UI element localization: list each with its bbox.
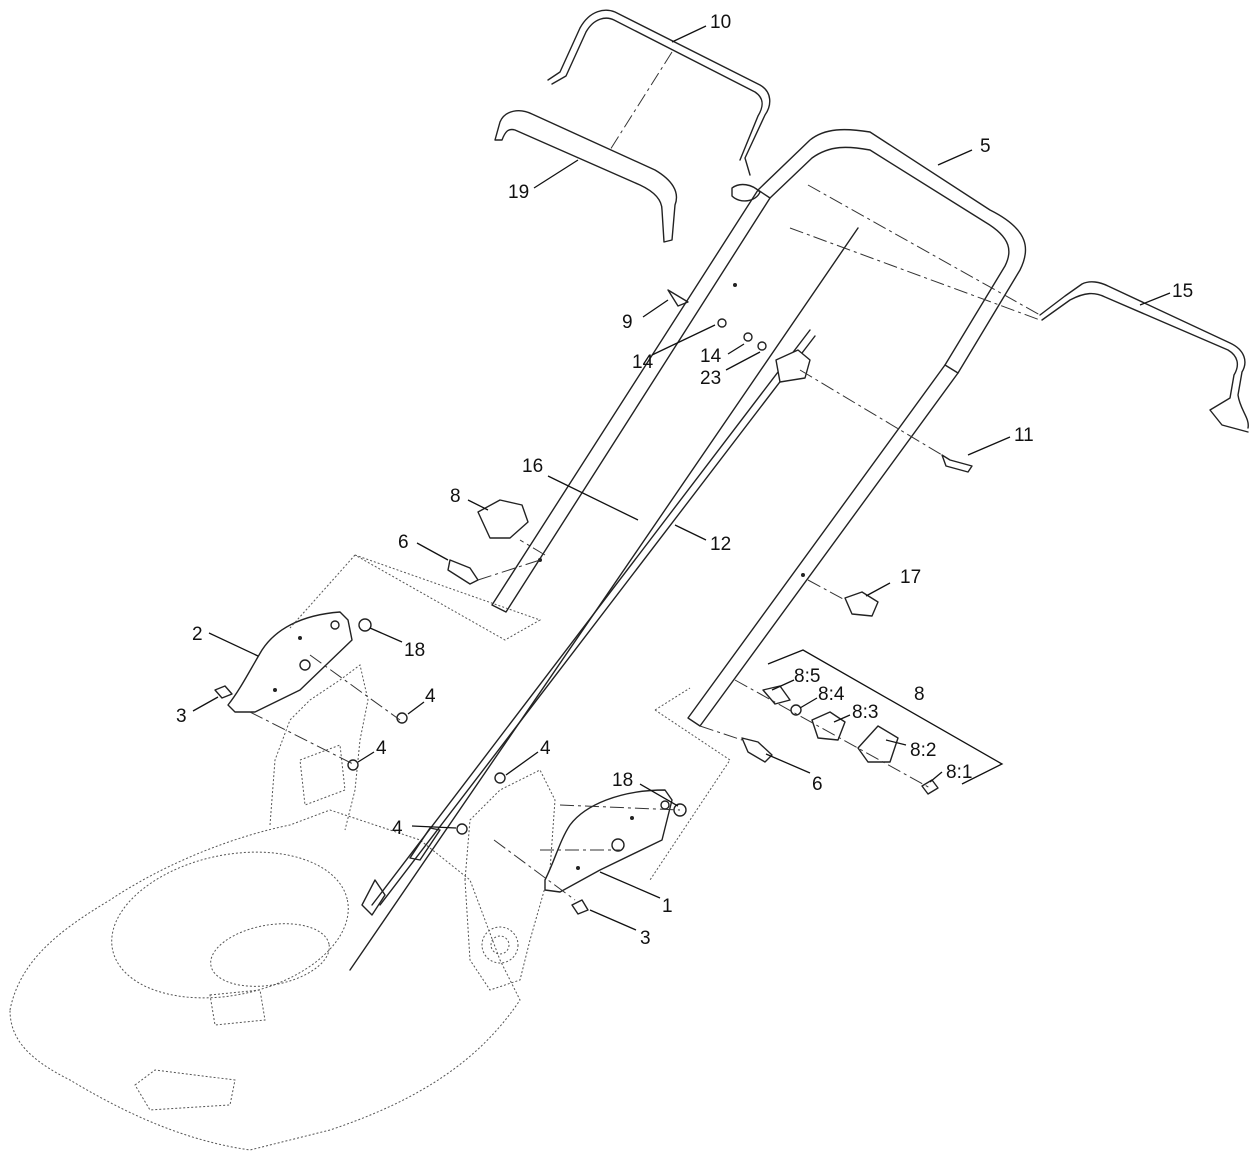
callout-14a: 14 (632, 352, 654, 373)
left-pivot-bracket (227, 611, 353, 713)
callout-1: 1 (662, 896, 673, 917)
callout-6-upper: 6 (398, 532, 409, 553)
callout-23: 23 (700, 368, 721, 389)
callout-6-lower: 6 (812, 774, 823, 795)
callout-8-upper: 8 (450, 486, 461, 507)
callout-4c: 4 (540, 738, 551, 759)
callout-8-3: 8:3 (852, 702, 878, 723)
callout-17: 17 (900, 567, 921, 588)
cable-guide-23 (775, 349, 811, 383)
upper-handle (757, 128, 1027, 374)
part-8-2 (857, 725, 899, 763)
callout-8-4: 8:4 (818, 684, 845, 705)
bolt-3a (214, 685, 233, 699)
clip-17 (844, 591, 879, 617)
hardware-items (214, 289, 973, 915)
callout-4a: 4 (425, 686, 436, 707)
callout-4b: 4 (376, 738, 387, 759)
callout-12: 12 (710, 534, 731, 555)
callout-15: 15 (1172, 281, 1193, 302)
part-8-3 (811, 711, 846, 741)
callout-8-lower: 8 (914, 684, 925, 705)
phantom-lines (249, 51, 1041, 901)
traction-bail (1039, 281, 1249, 433)
callout-9: 9 (622, 312, 633, 333)
callout-19: 19 (508, 182, 529, 203)
right-pivot-bracket (544, 789, 673, 893)
bail-bar-grip (494, 110, 678, 243)
callout-18-left: 18 (404, 640, 425, 661)
part-8-1 (921, 779, 939, 795)
mower-deck-ghost (9, 664, 556, 1151)
control-cables (349, 227, 859, 971)
callout-8-2: 8:2 (910, 740, 936, 761)
callout-2: 2 (192, 624, 203, 645)
knob-8 (477, 499, 529, 539)
callout-3-left: 3 (176, 706, 187, 727)
callout-16: 16 (522, 456, 543, 477)
callout-14b: 14 (700, 346, 722, 367)
callout-labels: 10 19 5 15 9 14 14 23 11 16 12 8 6 2 18 … (176, 12, 1193, 949)
bolt-3b (571, 899, 589, 915)
operator-bail-bar (547, 9, 771, 202)
callout-8-5: 8:5 (794, 666, 820, 687)
callout-5: 5 (980, 136, 991, 157)
callout-10: 10 (710, 12, 731, 33)
callout-8-1: 8:1 (946, 762, 972, 783)
callout-11: 11 (1014, 425, 1034, 446)
bolt-6a (447, 559, 479, 585)
callout-18-right: 18 (612, 770, 633, 791)
callout-3-right: 3 (640, 928, 651, 949)
callout-4d: 4 (392, 818, 403, 839)
bolt-6b (741, 737, 773, 763)
hairpin-9 (667, 289, 689, 307)
leader-lines (192, 25, 1171, 931)
part-8-5 (762, 685, 791, 705)
bolt-11 (941, 454, 973, 473)
